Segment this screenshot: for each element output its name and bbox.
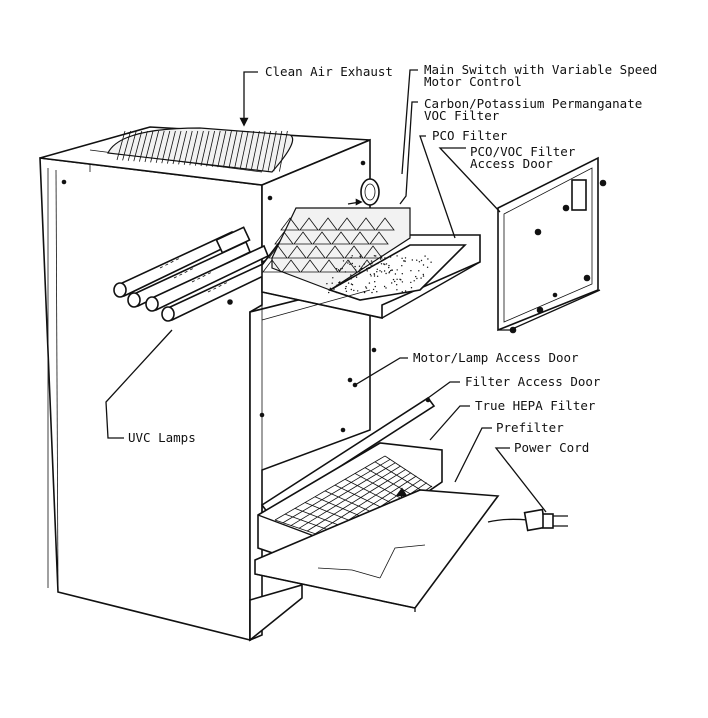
leader-lines [105, 69, 547, 513]
prefilter [254, 489, 500, 612]
label-prefilter: Prefilter [496, 420, 564, 435]
main-switch [347, 178, 380, 206]
label-carbon-filter-2: VOC Filter [424, 108, 500, 123]
label-carbon-filter: Carbon/Potassium Permanganate [424, 96, 642, 111]
label-pco-filter: PCO Filter [432, 128, 508, 143]
voc-filter-drawer [261, 207, 481, 319]
power-cord [487, 508, 568, 532]
label-clean-air-exhaust: Clean Air Exhaust [265, 64, 393, 79]
pco-voc-access-door [497, 156, 607, 334]
uvc-lamps [113, 226, 286, 322]
label-power-cord: Power Cord [514, 440, 589, 455]
label-main-switch: Main Switch with Variable Speed [424, 62, 657, 77]
pco-filter-panel [328, 244, 467, 301]
label-pco-voc-door-2: Access Door [470, 156, 553, 171]
cabinet-front-panel [39, 157, 263, 642]
label-uvc-lamps: UVC Lamps [128, 430, 196, 445]
label-pco-voc-door: PCO/VOC Filter [470, 144, 576, 159]
label-filter-access-door: Filter Access Door [465, 374, 601, 389]
label-motor-lamp-door: Motor/Lamp Access Door [413, 350, 579, 365]
callout-labels: Clean Air Exhaust Main Switch with Varia… [128, 62, 657, 455]
label-true-hepa-filter: True HEPA Filter [475, 398, 596, 413]
exhaust-grille [107, 127, 294, 173]
label-main-switch-2: Motor Control [424, 74, 522, 89]
